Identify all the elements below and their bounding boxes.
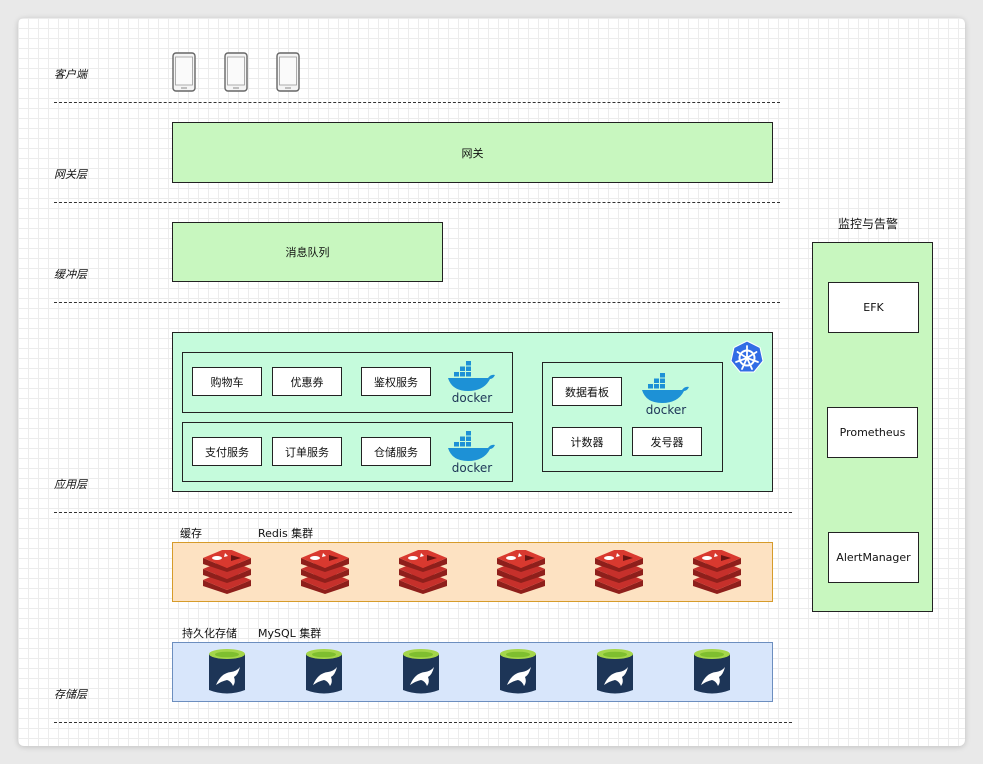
service-payment: 支付服务 [192, 437, 262, 466]
mysql-icon [304, 647, 344, 697]
mysql-cluster-box [172, 642, 773, 702]
redis-icon [397, 548, 449, 594]
architecture-diagram: 客户端 网关层 缓冲层 应用层 存储层 网关 消息队列 [18, 18, 965, 746]
monitoring-title: 监控与告警 [838, 217, 899, 231]
layer-separator [54, 102, 780, 103]
monitor-alertmanager: AlertManager [828, 532, 919, 583]
redis-icon [495, 548, 547, 594]
redis-icon [201, 548, 253, 594]
redis-cluster-box [172, 542, 773, 602]
mysql-icon [498, 647, 538, 697]
redis-icon [593, 548, 645, 594]
gateway-box: 网关 [172, 122, 773, 183]
service-warehouse: 仓储服务 [361, 437, 431, 466]
mysql-icon [595, 647, 635, 697]
monitor-efk: EFK [828, 282, 919, 333]
layer-separator [54, 202, 780, 203]
service-auth: 鉴权服务 [361, 367, 431, 396]
service-order: 订单服务 [272, 437, 342, 466]
redis-cluster-label: Redis 集群 [258, 527, 314, 540]
redis-icon [299, 548, 351, 594]
docker-icon: docker [448, 361, 495, 404]
layer-label-application: 应用层 [54, 478, 87, 491]
mobile-phone-icon [224, 52, 248, 92]
message-queue-label: 消息队列 [285, 246, 330, 259]
mysql-icon [401, 647, 441, 697]
kubernetes-icon [730, 340, 764, 373]
layer-label-storage: 存储层 [54, 688, 87, 701]
docker-text: docker [452, 391, 492, 404]
docker-text: docker [452, 461, 492, 474]
redis-icon [691, 548, 743, 594]
gateway-label: 网关 [461, 146, 484, 160]
service-cart: 购物车 [192, 367, 262, 396]
message-queue-box: 消息队列 [172, 222, 443, 282]
mobile-phone-icon [172, 52, 196, 92]
mysql-cluster-label: MySQL 集群 [258, 627, 322, 640]
service-dashboard: 数据看板 [552, 377, 622, 406]
monitor-prometheus: Prometheus [827, 407, 918, 458]
docker-text: docker [646, 403, 686, 416]
cache-label: 缓存 [180, 527, 202, 540]
layer-label-gateway: 网关层 [54, 168, 87, 181]
storage-label: 持久化存储 [182, 627, 237, 640]
layer-separator [54, 512, 792, 513]
mysql-icon [692, 647, 732, 697]
layer-separator [54, 302, 780, 303]
layer-label-buffer: 缓冲层 [54, 268, 87, 281]
layer-separator [54, 722, 792, 723]
mobile-phone-icon [276, 52, 300, 92]
docker-icon: docker [642, 373, 689, 416]
layer-label-client: 客户端 [54, 68, 87, 81]
service-coupon: 优惠券 [272, 367, 342, 396]
mysql-icon [207, 647, 247, 697]
docker-icon: docker [448, 431, 495, 474]
service-id-generator: 发号器 [632, 427, 702, 456]
service-counter: 计数器 [552, 427, 622, 456]
